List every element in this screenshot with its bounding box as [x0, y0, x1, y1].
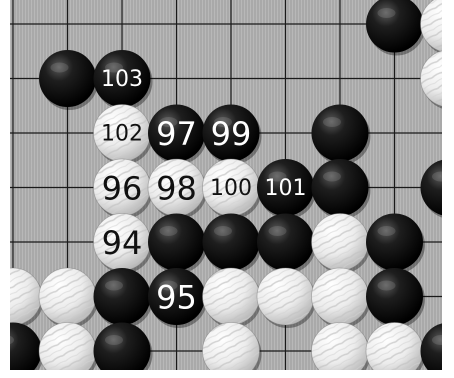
white-stone: [366, 323, 425, 371]
stone-move-number: 97: [156, 115, 197, 153]
go-board: 103 102 97 99 96 98 100 101 94 95: [10, 0, 442, 370]
stone-move-number: 102: [101, 122, 143, 147]
white-stone: [312, 214, 371, 274]
black-stone: [312, 105, 371, 165]
black-stone: [94, 268, 153, 328]
white-stone: [257, 268, 316, 328]
stone-move-number: 96: [102, 170, 143, 208]
white-stone: 102: [94, 105, 153, 165]
black-stone: [312, 159, 371, 219]
black-stone: 103: [94, 50, 153, 110]
stone-move-number: 98: [156, 170, 197, 208]
stone-move-number: 95: [156, 279, 197, 317]
white-stone: [312, 268, 371, 328]
black-stone: [10, 323, 44, 371]
black-stone: [421, 323, 443, 371]
black-stone: 101: [257, 159, 316, 219]
white-stone: 100: [203, 159, 262, 219]
white-stone: [421, 50, 443, 110]
black-stone: 95: [148, 268, 207, 328]
white-stone: 96: [94, 159, 153, 219]
stone-move-number: 103: [101, 67, 143, 92]
black-stone: [366, 0, 425, 56]
stone-move-number: 94: [102, 224, 143, 262]
white-stone: [421, 0, 443, 56]
stone-move-number: 101: [265, 176, 307, 201]
white-stone: 94: [94, 214, 153, 274]
stone-move-number: 100: [210, 176, 252, 201]
black-stone: [421, 159, 443, 219]
white-stone: [39, 323, 98, 371]
black-stone: [148, 214, 207, 274]
white-stone: [203, 268, 262, 328]
stone-move-number: 99: [211, 115, 252, 153]
black-stone: 99: [203, 105, 262, 165]
go-board-svg: 103 102 97 99 96 98 100 101 94 95: [10, 0, 442, 370]
black-stone: [94, 323, 153, 371]
black-stone: [203, 214, 262, 274]
black-stone: [39, 50, 98, 110]
black-stone: [366, 268, 425, 328]
white-stone: [39, 268, 98, 328]
white-stone: [312, 323, 371, 371]
white-stone: [203, 323, 262, 371]
black-stone: 97: [148, 105, 207, 165]
black-stone: [366, 214, 425, 274]
white-stone: [10, 268, 44, 328]
white-stone: 98: [148, 159, 207, 219]
black-stone: [257, 214, 316, 274]
